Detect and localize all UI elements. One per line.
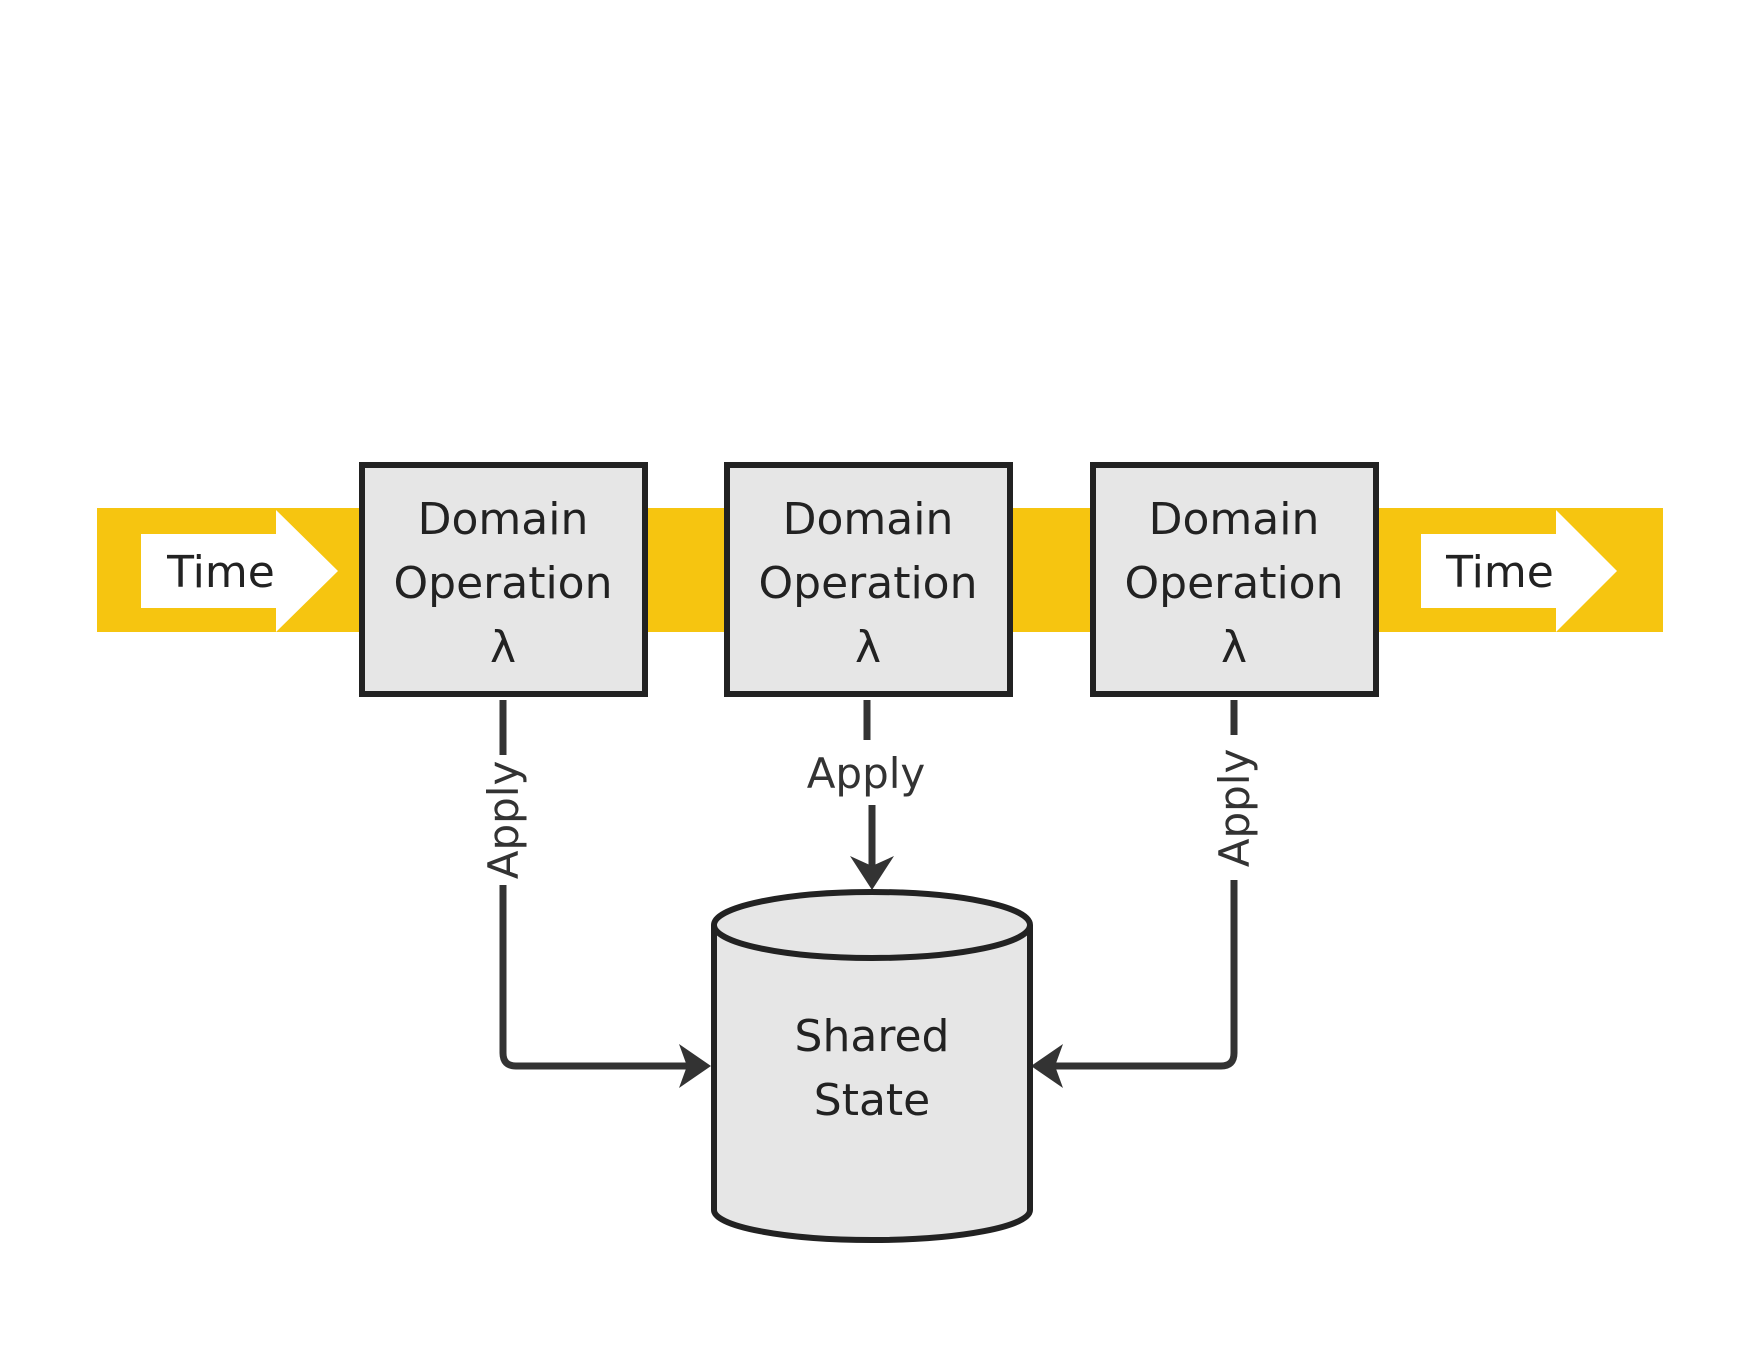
shared-state-line1: Shared bbox=[795, 1011, 950, 1062]
apply-label-1: Apply bbox=[479, 761, 528, 880]
apply-connector-1: Apply bbox=[479, 700, 711, 1088]
apply-label-3: Apply bbox=[1210, 749, 1259, 868]
domain-operation-box-1: Domain Operation λ bbox=[359, 462, 648, 697]
arrowhead-down-icon bbox=[850, 856, 894, 890]
operation-title-line2: Operation bbox=[759, 558, 978, 609]
shared-state-cylinder: Shared State bbox=[711, 889, 1033, 1243]
arrowhead-left-icon bbox=[1031, 1044, 1063, 1088]
operation-title-line1: Domain bbox=[418, 494, 589, 545]
database-cylinder-icon bbox=[711, 925, 1033, 1243]
arrow-right-icon bbox=[1421, 510, 1617, 632]
time-arrow-right: Time bbox=[1421, 510, 1617, 632]
operation-title-line2: Operation bbox=[394, 558, 613, 609]
time-arrow-left: Time bbox=[141, 510, 338, 632]
lambda-symbol: λ bbox=[1221, 622, 1247, 673]
lambda-symbol: λ bbox=[490, 622, 516, 673]
time-label-left: Time bbox=[166, 547, 275, 598]
arrowhead-right-icon bbox=[679, 1044, 711, 1088]
time-label-right: Time bbox=[1445, 547, 1554, 598]
arrow-right-icon bbox=[141, 510, 338, 632]
shared-state-line2: State bbox=[814, 1075, 930, 1126]
operation-title-line2: Operation bbox=[1125, 558, 1344, 609]
apply-connector-3: Apply bbox=[1031, 700, 1259, 1088]
domain-operation-box-3: Domain Operation λ bbox=[1090, 462, 1379, 697]
operation-title-line1: Domain bbox=[783, 494, 954, 545]
lambda-symbol: λ bbox=[855, 622, 881, 673]
apply-label-2: Apply bbox=[807, 749, 926, 798]
apply-connector-2: Apply bbox=[807, 700, 926, 890]
operation-title-line1: Domain bbox=[1149, 494, 1320, 545]
domain-operation-box-2: Domain Operation λ bbox=[724, 462, 1013, 697]
